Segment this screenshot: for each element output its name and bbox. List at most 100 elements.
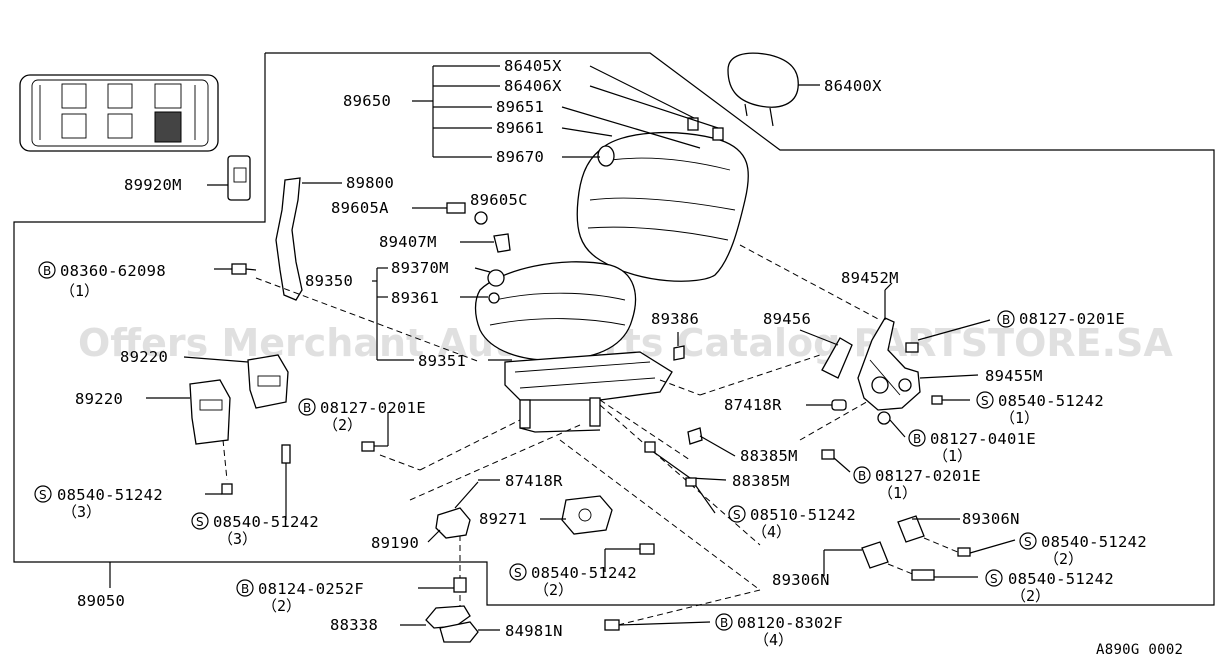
label-89306n-lower[interactable]: 89306N (772, 571, 830, 589)
part-87418r-right-icon (831, 399, 847, 411)
label-89670[interactable]: 89670 (496, 148, 544, 166)
label-89661[interactable]: 89661 (496, 119, 544, 137)
label-screw-08540-51242-center[interactable]: 08540-51242 (213, 513, 319, 531)
bracket-89220-lower-icon (189, 379, 231, 445)
svg-text:B: B (303, 401, 311, 415)
label-89605c[interactable]: 89605C (470, 191, 528, 209)
svg-text:（1）: （1） (933, 447, 972, 465)
label-89220-lower[interactable]: 89220 (75, 390, 123, 408)
svg-text:B: B (858, 469, 866, 483)
svg-text:S: S (514, 566, 522, 580)
svg-text:B: B (720, 616, 728, 630)
bolt-08127-0201e-upper-icon (905, 342, 919, 353)
label-89651[interactable]: 89651 (496, 98, 544, 116)
part-89306n-lower-icon (861, 541, 889, 569)
seat-backrest-icon (576, 117, 750, 282)
svg-text:（1）: （1） (878, 484, 917, 502)
label-84981n[interactable]: 84981N (505, 622, 563, 640)
label-89350[interactable]: 89350 (305, 272, 353, 290)
label-bolt-08127-0201e-left[interactable]: 08127-0201E (320, 399, 426, 417)
diagram-frame (13, 52, 1215, 606)
label-89920m[interactable]: 89920M (124, 176, 182, 194)
label-89190[interactable]: 89190 (371, 534, 419, 552)
svg-text:（2）: （2） (1011, 587, 1050, 605)
vehicle-topview-icon (19, 74, 219, 152)
label-bolt-08360-62098[interactable]: 08360-62098 (60, 262, 166, 280)
label-bolt-08120-8302f[interactable]: 08120-8302F (737, 614, 843, 632)
label-89271[interactable]: 89271 (479, 510, 527, 528)
label-screw-08540-51242-right[interactable]: 08540-51242 (998, 392, 1104, 410)
label-86406x[interactable]: 86406X (504, 77, 562, 95)
svg-text:（2）: （2） (1044, 550, 1083, 568)
label-88385m-upper[interactable]: 88385M (740, 447, 798, 465)
svg-text:S: S (39, 488, 47, 502)
screw-89306n-upper-icon (957, 547, 971, 557)
label-bolt-08127-0401e[interactable]: 08127-0401E (930, 430, 1036, 448)
bolt-08120-8302f-icon (604, 619, 620, 631)
seat-belt-anchor-icon (275, 177, 303, 301)
label-89361[interactable]: 89361 (391, 289, 439, 307)
part-88385m-rod-icon (644, 441, 656, 453)
svg-text:B: B (241, 582, 249, 596)
svg-text:S: S (733, 508, 741, 522)
label-screw-08510-51242[interactable]: 08510-51242 (750, 506, 856, 524)
label-89407m[interactable]: 89407M (379, 233, 437, 251)
diagram-code: A890G 0002 (1096, 642, 1183, 658)
svg-text:（1）: （1） (1000, 409, 1039, 427)
part-89386-icon (673, 345, 685, 361)
part-89605a-icon (446, 202, 466, 214)
label-89050[interactable]: 89050 (77, 592, 125, 610)
label-screw-08540-51242-left[interactable]: 08540-51242 (57, 486, 163, 504)
label-screw-08540-51242-r3[interactable]: 08540-51242 (1008, 570, 1114, 588)
svg-text:S: S (196, 515, 204, 529)
seat-cushion-icon (474, 261, 637, 361)
bracket-89220-upper-icon (247, 354, 289, 409)
svg-text:B: B (43, 264, 51, 278)
label-89351[interactable]: 89351 (418, 352, 466, 370)
label-bolt-08127-0201e-mid[interactable]: 08127-0201E (875, 467, 981, 485)
svg-text:（3）: （3） (62, 503, 101, 521)
label-89455m[interactable]: 89455M (985, 367, 1043, 385)
label-89370m[interactable]: 89370M (391, 259, 449, 277)
screw-08510-icon (685, 477, 697, 487)
svg-text:B: B (1002, 313, 1010, 327)
bolt-08360-62098-icon (231, 263, 257, 275)
svg-text:S: S (981, 394, 989, 408)
part-89271-icon (561, 495, 613, 535)
label-89306n-upper[interactable]: 89306N (962, 510, 1020, 528)
label-87418r-right[interactable]: 87418R (724, 396, 782, 414)
label-89386[interactable]: 89386 (651, 310, 699, 328)
label-89456[interactable]: 89456 (763, 310, 811, 328)
svg-text:S: S (1024, 535, 1032, 549)
label-89452m[interactable]: 89452M (841, 269, 899, 287)
recliner-mechanism-icon (857, 317, 921, 425)
headrest-icon (727, 52, 799, 127)
svg-text:（2）: （2） (262, 597, 301, 615)
label-screw-08540-51242-r2[interactable]: 08540-51242 (1041, 533, 1147, 551)
svg-text:（4）: （4） (752, 523, 791, 541)
label-88338[interactable]: 88338 (330, 616, 378, 634)
screw-lower-left-icon (221, 483, 233, 495)
part-88385m-icon (687, 427, 703, 445)
part-89605c-icon (474, 211, 488, 225)
label-86405x[interactable]: 86405X (504, 57, 562, 75)
screw-89306n-lower-icon (911, 569, 935, 581)
svg-text:S: S (990, 572, 998, 586)
label-89220-upper[interactable]: 89220 (120, 348, 168, 366)
label-86400x[interactable]: 86400X (824, 77, 882, 95)
label-89800[interactable]: 89800 (346, 174, 394, 192)
label-screw-08540-51242-center2[interactable]: 08540-51242 (531, 564, 637, 582)
seat-frame-icon (504, 351, 673, 433)
svg-text:（3）: （3） (218, 530, 257, 548)
label-88385m-lower[interactable]: 88385M (732, 472, 790, 490)
screw-center-left-icon (281, 444, 291, 464)
label-87418r-lower[interactable]: 87418R (505, 472, 563, 490)
label-89650[interactable]: 89650 (343, 92, 391, 110)
bolt-08124-0252f-icon (453, 577, 467, 593)
latch-89190-icon (435, 481, 479, 539)
label-bolt-08127-0201e-upper[interactable]: 08127-0201E (1019, 310, 1125, 328)
label-bolt-08124-0252f[interactable]: 08124-0252F (258, 580, 364, 598)
label-89605a[interactable]: 89605A (331, 199, 389, 217)
